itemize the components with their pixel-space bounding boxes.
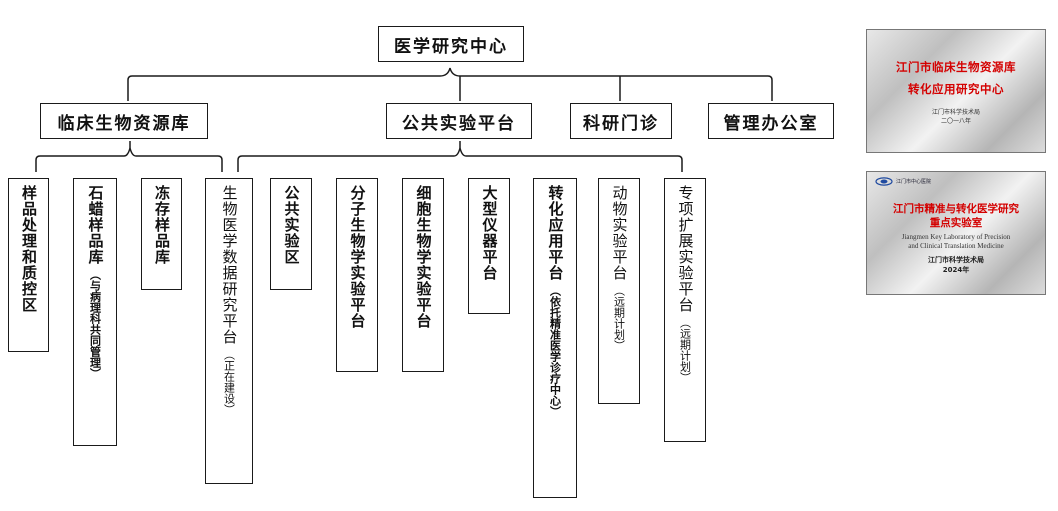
root-label: 医学研究中心 xyxy=(394,36,508,57)
plaque-title-line1: 江门市临床生物资源库 xyxy=(896,60,1016,74)
unit-large-instrument: 大型仪器平台 xyxy=(468,178,510,314)
plaque-english-line1: Jiangmen Key Laboratory of Precision xyxy=(901,232,1011,241)
platform-bracket xyxy=(237,147,683,172)
unit-title: 专项扩展实验平台 xyxy=(676,185,695,313)
plaque-english-line2: and Clinical Translation Medicine xyxy=(908,241,1004,250)
unit-animal-lab: 动物实验平台 （远期计划） xyxy=(598,178,640,404)
dept-platform: 公共实验平台 xyxy=(386,103,532,139)
dept-biobank: 临床生物资源库 xyxy=(40,103,208,139)
plaque-issuer: 江门市科学技术局 xyxy=(928,255,984,264)
unit-special-expansion: 专项扩展实验平台 （远期计划） xyxy=(664,178,706,442)
dept-clinic-label: 科研门诊 xyxy=(583,113,659,134)
unit-title: 生物医学数据研究平台 xyxy=(220,185,239,345)
root-node: 医学研究中心 xyxy=(378,26,524,62)
hospital-logo-icon xyxy=(875,177,893,186)
plaque-hospital-header: 江门市中心医院 xyxy=(875,177,931,186)
unit-public-lab: 公共实验区 xyxy=(270,178,312,290)
plaque-biobank-center: 江门市临床生物资源库 转化应用研究中心 江门市科学技术局 二〇一八年 xyxy=(866,29,1046,153)
unit-title: 细胞生物学实验平台 xyxy=(414,185,433,329)
plaque-title-line1: 江门市精准与转化医学研究 xyxy=(893,202,1019,215)
unit-molecular-bio: 分子生物学实验平台 xyxy=(336,178,378,372)
root-bracket xyxy=(127,67,773,92)
unit-translational: 转化应用平台 （依托精准医学诊疗中心） xyxy=(533,178,577,498)
dept-biobank-label: 临床生物资源库 xyxy=(57,113,191,134)
unit-title: 冻存样品库 xyxy=(153,185,171,265)
unit-title: 公共实验区 xyxy=(282,185,301,265)
unit-title: 转化应用平台 xyxy=(546,185,565,281)
plaque-title-line2: 重点实验室 xyxy=(929,216,983,229)
unit-biomed-data: 生物医学数据研究平台 （正在建设） xyxy=(205,178,253,484)
unit-cell-bio: 细胞生物学实验平台 xyxy=(402,178,444,372)
unit-note: （正在建设） xyxy=(222,349,236,415)
unit-title: 分子生物学实验平台 xyxy=(348,185,367,329)
unit-note: （远期计划） xyxy=(678,317,692,383)
plaque-year: 二〇一八年 xyxy=(940,118,971,125)
plaque-key-lab: 江门市中心医院 江门市精准与转化医学研究 重点实验室 Jiangmen Key … xyxy=(866,171,1046,295)
unit-note: （依托精准医学诊疗中心） xyxy=(548,285,562,417)
plaque-title-line2: 转化应用研究中心 xyxy=(908,82,1004,96)
unit-note: （与病理科共同管理） xyxy=(88,269,102,379)
plaque-issuer: 江门市科学技术局 xyxy=(931,109,980,116)
dept-clinic: 科研门诊 xyxy=(570,103,672,139)
unit-sample-qc: 样品处理和质控区 xyxy=(8,178,49,352)
unit-title: 石蜡样品库 xyxy=(86,185,105,265)
plaque-year: 2024年 xyxy=(942,265,970,274)
unit-frozen-bank: 冻存样品库 xyxy=(141,178,182,290)
unit-title: 大型仪器平台 xyxy=(480,185,499,281)
unit-note: （远期计划） xyxy=(612,285,626,351)
dept-office: 管理办公室 xyxy=(708,103,834,139)
unit-title: 样品处理和质控区 xyxy=(20,185,38,313)
plaque-hospital-name: 江门市中心医院 xyxy=(896,179,932,185)
dept-platform-label: 公共实验平台 xyxy=(402,113,516,134)
unit-paraffin-bank: 石蜡样品库 （与病理科共同管理） xyxy=(73,178,117,446)
unit-title: 动物实验平台 xyxy=(610,185,629,281)
biobank-bracket xyxy=(35,147,223,172)
dept-office-label: 管理办公室 xyxy=(723,113,819,134)
